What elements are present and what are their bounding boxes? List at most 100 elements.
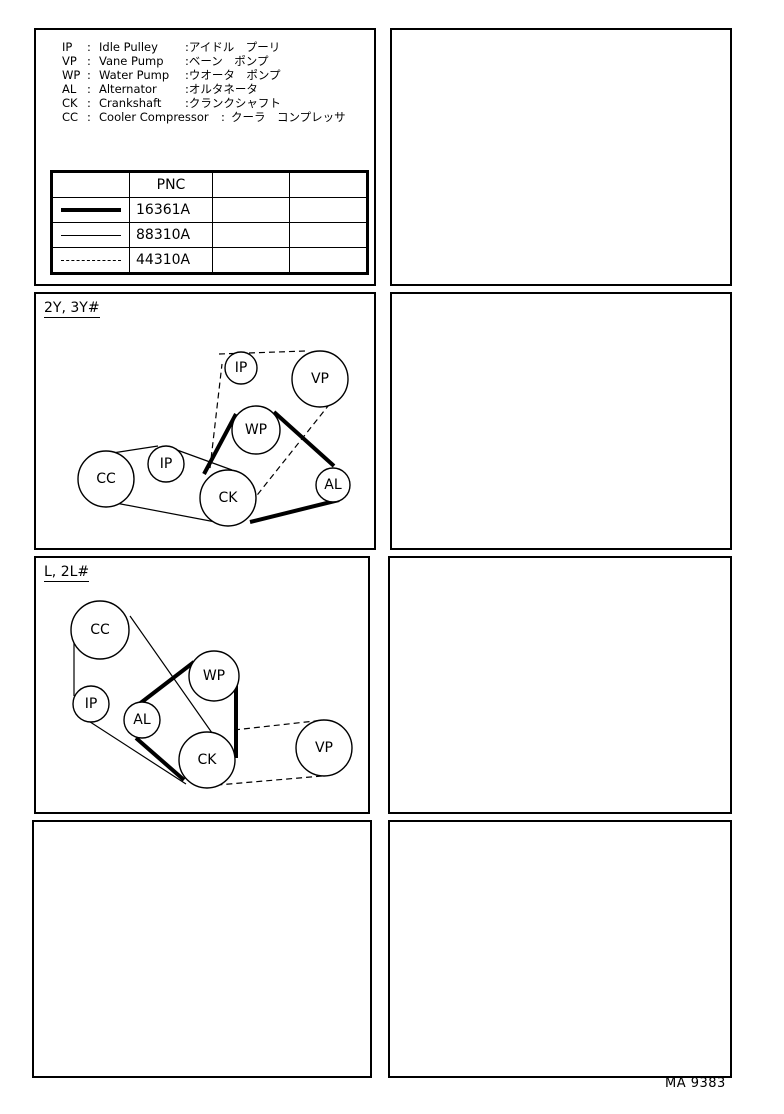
pulley-label: CC: [90, 622, 110, 638]
legend-row: IP:Idle Pulley:アイドル プーリ: [62, 40, 346, 54]
legend-row: VP:Vane Pump:ベーン ポンプ: [62, 54, 346, 68]
legend-separator: :: [87, 40, 91, 54]
legend-row: CC: Cooler Compressor: クーラ コンプレッサ: [62, 110, 346, 124]
alternator-circle: [123, 701, 161, 739]
pnc-header: PNC: [129, 171, 213, 198]
legend-english: Water Pump: [99, 68, 170, 82]
idle-pulley-circle: [72, 685, 110, 723]
legend-row: WP:Water Pump:ウオータ ポンプ: [62, 68, 346, 82]
pulley-label: IP: [85, 696, 98, 712]
engine-label: 2Y, 3Y#: [44, 300, 100, 318]
legend-separator: :: [87, 68, 91, 82]
legend-separator: :: [185, 40, 189, 54]
legend-english: Alternator: [99, 82, 157, 96]
pnc-row: 44310A: [51, 247, 368, 274]
line-style-cell: [51, 247, 130, 274]
pnc-value: 44310A: [129, 247, 213, 274]
pulley-label: WP: [245, 422, 267, 438]
pnc-value: 16361A: [129, 197, 213, 223]
pulley-label: WP: [203, 668, 225, 684]
legend-abbr: AL: [62, 82, 77, 96]
legend-separator: :: [87, 96, 91, 110]
empty-cell: [289, 197, 368, 223]
cooler-compressor-circle: [77, 450, 135, 508]
thick-belt: [202, 410, 340, 524]
pnc-header-row: PNC: [51, 171, 368, 198]
pnc-row: 88310A: [51, 222, 368, 248]
pulley-label: VP: [315, 740, 333, 756]
legend-separator: :: [185, 54, 189, 68]
legend-abbr: IP: [62, 40, 73, 54]
pulley-label: AL: [324, 477, 342, 493]
pulley-label: VP: [311, 371, 329, 387]
empty-panel: [388, 820, 732, 1078]
belt-diagram-2y-3y: 2Y, 3Y# IP VP WP CC IP CK AL: [34, 292, 376, 550]
line-style-cell: [51, 197, 130, 223]
dashed-belt: [205, 719, 325, 787]
legend-japanese: ウオータ ポンプ: [188, 68, 281, 82]
empty-panel: [388, 556, 732, 814]
thick-solid-line-swatch: [61, 208, 121, 212]
empty-panel: [390, 292, 732, 550]
pnc-table: PNC 16361A 88310A 44310A: [50, 170, 369, 275]
legend-abbr: CK: [62, 96, 78, 110]
engine-label: L, 2L#: [44, 564, 90, 582]
legend-panel: IP:Idle Pulley:アイドル プーリ VP:Vane Pump:ベーン…: [34, 28, 376, 286]
alternator-circle: [315, 467, 351, 503]
belt-routing-diagram: CC WP IP AL CK VP: [70, 600, 353, 789]
crankshaft-circle: [199, 469, 257, 527]
legend-separator: :: [87, 82, 91, 96]
legend-abbr: VP: [62, 54, 77, 68]
crankshaft-circle: [178, 731, 236, 789]
pulley-label: CK: [219, 490, 239, 506]
legend-separator: :: [185, 68, 189, 82]
dashed-line-swatch: [61, 259, 121, 261]
idle-pulley-circle: [147, 445, 185, 483]
legend-japanese: クランクシャフト: [188, 96, 281, 110]
pnc-value: 88310A: [129, 222, 213, 248]
legend-abbr: CC: [62, 110, 79, 124]
legend-row: CK:Crankshaft:クランクシャフト: [62, 96, 346, 110]
empty-cell: [289, 247, 368, 274]
thin-solid-line-swatch: [61, 234, 121, 236]
empty-cell: [212, 197, 290, 223]
vane-pump-circle: [291, 350, 349, 408]
legend-abbr: WP: [62, 68, 81, 82]
water-pump-circle: [188, 650, 240, 702]
figure-code: MA 9383: [665, 1076, 726, 1091]
legend-japanese: ベーン ポンプ: [188, 54, 269, 68]
empty-panel: [32, 820, 372, 1078]
legend-japanese: クーラ コンプレッサ: [231, 110, 346, 124]
empty-panel: [390, 28, 732, 286]
legend-english: Crankshaft: [99, 96, 162, 110]
pulley-label: AL: [133, 712, 151, 728]
legend-separator: :: [87, 54, 91, 68]
legend-japanese: アイドル プーリ: [188, 40, 281, 54]
abbreviation-legend: IP:Idle Pulley:アイドル プーリ VP:Vane Pump:ベーン…: [62, 40, 346, 124]
legend-separator: :: [221, 110, 225, 124]
empty-cell: [212, 171, 290, 198]
belt-diagram-l-2l: L, 2L# CC WP IP AL CK VP: [34, 556, 370, 814]
legend-english: Cooler Compressor: [99, 110, 209, 124]
pulley-label: CC: [96, 471, 116, 487]
pulley-label: CK: [198, 752, 218, 768]
belt-routing-diagram: IP VP WP CC IP CK AL: [77, 350, 351, 527]
legend-row: AL:Alternator:オルタネータ: [62, 82, 346, 96]
empty-cell: [212, 247, 290, 274]
legend-separator: :: [185, 96, 189, 110]
legend-english: Vane Pump: [99, 54, 164, 68]
legend-separator: :: [87, 110, 91, 124]
legend-english: Idle Pulley: [99, 40, 158, 54]
empty-cell: [212, 222, 290, 248]
idle-pulley-circle: [224, 351, 258, 385]
vane-pump-circle: [295, 719, 353, 777]
line-style-cell: [51, 222, 130, 248]
line-style-header-cell: [51, 171, 130, 198]
empty-cell: [289, 171, 368, 198]
empty-cell: [289, 222, 368, 248]
pnc-row: 16361A: [51, 197, 368, 223]
legend-separator: :: [185, 82, 189, 96]
legend-japanese: オルタネータ: [188, 82, 258, 96]
water-pump-circle: [231, 405, 281, 455]
thick-belt: [132, 660, 238, 782]
